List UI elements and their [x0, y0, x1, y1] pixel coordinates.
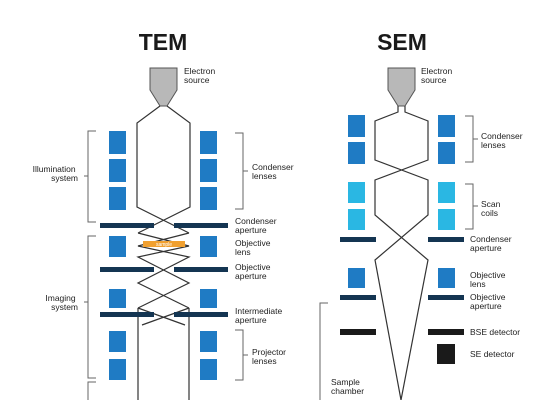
sem-objective-aperture — [428, 295, 464, 300]
sem-condenser-lens — [438, 142, 455, 164]
tem-imaging-system-label: Imaging system — [45, 293, 78, 312]
tem-objective-lens — [109, 236, 126, 257]
tem-beam-path — [136, 105, 191, 400]
tem-condenser-lens — [200, 187, 217, 210]
sem-scan-coil — [438, 209, 455, 230]
sem-bse-detector — [428, 329, 464, 335]
sem-se-detector — [437, 344, 455, 364]
sem-bse-detector-label: BSE detector — [470, 327, 520, 337]
tem-condenser-lens — [109, 187, 126, 210]
tem-objective-aperture — [174, 267, 228, 272]
tem-intermediate-aperture — [100, 312, 154, 317]
tem-objective-aperture-label: Objective aperture — [235, 262, 273, 281]
sem-beam-path — [374, 106, 429, 400]
sem-condenser-lenses-label: Condenser lenses — [481, 131, 525, 150]
tem-condenser-aperture-label: Condenser aperture — [235, 216, 279, 235]
tem-intermediate-aperture — [174, 312, 228, 317]
sem-sample-chamber-bracket — [319, 302, 328, 400]
tem-illumination-bracket — [84, 130, 96, 223]
tem-condenser-lens — [109, 159, 126, 182]
tem-projector-lens — [200, 331, 217, 352]
tem-illumination-system-label: Illumination system — [33, 164, 78, 183]
sem-objective-lens — [348, 268, 365, 288]
sem-scan-coil — [348, 209, 365, 230]
sem-scan-coils-label: Scan coils — [481, 199, 503, 218]
tem-intermediate-lens — [200, 289, 217, 308]
sem-condenser-lenses — [348, 115, 455, 164]
tem-beam-path-lower — [137, 307, 190, 326]
tem-intermediate-lens — [109, 289, 126, 308]
tem-projector-lenses-label: Projector lenses — [252, 347, 288, 366]
tem-objective-lens — [200, 236, 217, 257]
sem-objective-lens-label: Objective lens — [470, 270, 508, 289]
tem-projector-lens — [200, 359, 217, 380]
sem-condenser-lens — [348, 115, 365, 137]
sem-condenser-lenses-bracket — [465, 115, 478, 163]
tem-sample — [143, 241, 185, 247]
tem-condenser-lenses — [109, 131, 217, 210]
sem-condenser-lens — [438, 115, 455, 137]
tem-projector-lenses-bracket — [235, 329, 248, 381]
sem-scan-coils-bracket — [465, 183, 478, 230]
sem-objective-lens — [438, 268, 455, 288]
tem-sample-label: sample — [156, 242, 172, 248]
tem-electron-source-icon — [149, 67, 178, 107]
sem-condenser-aperture — [428, 237, 464, 242]
sem-column: SEM Electron source Condenser lenses — [319, 29, 525, 400]
tem-condenser-lenses-bracket — [235, 132, 248, 210]
tem-objective-lens-label: Objective lens — [235, 238, 273, 257]
tem-objective-aperture — [100, 267, 154, 272]
tem-projector-lens — [109, 359, 126, 380]
sem-scan-coil — [438, 182, 455, 203]
sem-electron-source-label: Electron source — [421, 66, 455, 85]
sem-scan-coil — [348, 182, 365, 203]
sem-objective-aperture — [340, 295, 376, 300]
tem-condenser-lens — [200, 159, 217, 182]
tem-condenser-aperture — [100, 223, 154, 228]
tem-condenser-aperture — [174, 223, 228, 228]
tem-column: TEM Electron source Condenser lenses Ill… — [33, 29, 296, 400]
sem-se-detector-label: SE detector — [470, 349, 515, 359]
sem-title: SEM — [377, 29, 427, 55]
tem-condenser-lens — [109, 131, 126, 154]
tem-condenser-lens — [200, 131, 217, 154]
tem-title: TEM — [139, 29, 188, 55]
sem-electron-source-icon — [387, 67, 416, 107]
tem-electron-source-label: Electron source — [184, 66, 218, 85]
sem-condenser-aperture — [340, 237, 376, 242]
tem-imaging-bracket — [84, 235, 96, 379]
sem-condenser-aperture-label: Condenser aperture — [470, 234, 514, 253]
tem-projector-lens — [109, 331, 126, 352]
tem-lower-bracket — [87, 381, 96, 400]
sem-condenser-lens — [348, 142, 365, 164]
sem-objective-aperture-label: Objective aperture — [470, 292, 508, 311]
sem-sample-chamber-label: Sample chamber — [331, 377, 364, 396]
tem-condenser-lenses-label: Condenser lenses — [252, 162, 296, 181]
sem-bse-detector — [340, 329, 376, 335]
sem-scan-coils — [348, 182, 455, 230]
tem-intermediate-aperture-label: Intermediate aperture — [235, 306, 285, 325]
